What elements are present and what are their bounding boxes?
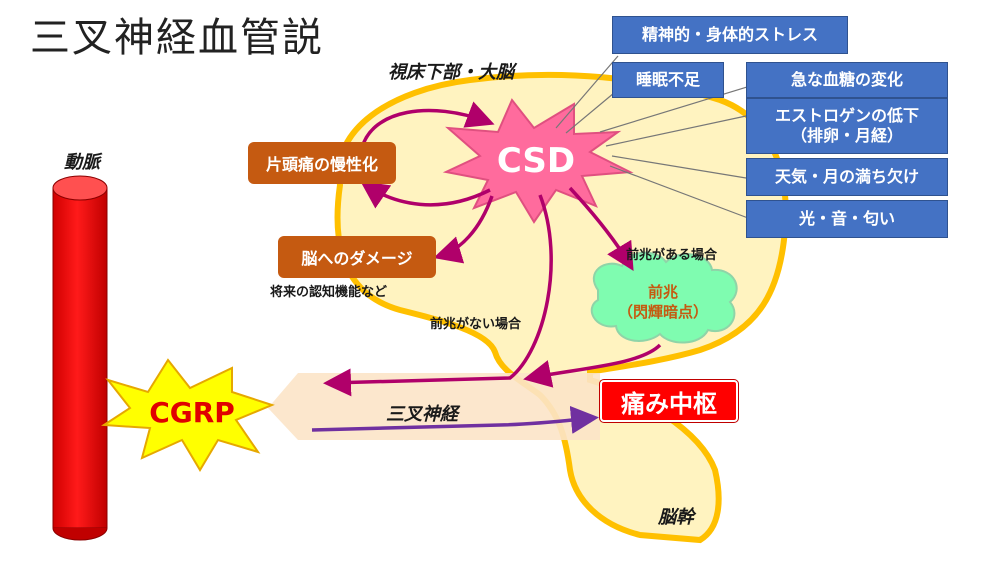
artery-body <box>52 187 108 529</box>
trigger-sleep: 睡眠不足 <box>612 62 724 98</box>
label-hypothalamus-cerebrum: 視床下部・大脳 <box>388 62 514 83</box>
trigger-stress: 精神的・身体的ストレス <box>612 16 848 54</box>
arrow-chronic-to-csd <box>360 101 495 149</box>
artery-top <box>52 175 108 201</box>
csd-burst <box>442 98 634 224</box>
label-trigeminal-nerve: 三叉神経 <box>386 404 458 425</box>
arrow-csd-to-aura <box>568 186 634 272</box>
artery-bottom <box>52 527 108 541</box>
aura-line-2: （閃輝暗点） <box>617 302 708 321</box>
cgrp-label: CGRP <box>149 396 235 429</box>
pain-center-box: 痛み中枢 <box>600 380 738 422</box>
label-brainstem: 脳幹 <box>658 507 694 528</box>
caption-without-aura: 前兆がない場合 <box>430 317 522 332</box>
trigger-estrogen: エストロゲンの低下 （排卵・月経） <box>746 98 948 154</box>
label-artery: 動脈 <box>64 152 100 173</box>
box-brain-damage: 脳へのダメージ <box>278 236 436 278</box>
trigger-estrogen-line-2: （排卵・月経） <box>790 126 903 145</box>
aura-line-1: 前兆 <box>647 283 678 301</box>
caption-with-aura: 前兆がある場合 <box>626 248 718 263</box>
aura-text: 前兆 （閃輝暗点） <box>600 283 726 322</box>
arrow-aura-to-nerve <box>523 343 662 388</box>
csd-label: CSD <box>496 141 576 181</box>
trigger-connectors <box>555 55 771 219</box>
trigger-estrogen-line-1: エストロゲンの低下 <box>774 106 919 125</box>
arrow-cgrp-to-pain <box>311 405 599 434</box>
trigger-blood-sugar: 急な血糖の変化 <box>746 62 948 98</box>
arrow-csd-to-damage <box>433 195 494 264</box>
trigger-weather: 天気・月の満ち欠け <box>746 158 948 196</box>
arrow-csd-to-nerve <box>323 194 553 397</box>
arrow-csd-to-chronic <box>360 181 491 209</box>
box-chronic-migraine: 片頭痛の慢性化 <box>248 142 396 184</box>
trigger-light-sound-smell: 光・音・匂い <box>746 200 948 238</box>
caption-future-cognition: 将来の認知機能など <box>270 285 388 300</box>
cgrp-burst <box>100 358 275 472</box>
slide-title: 三叉神経血管説 <box>30 15 324 61</box>
